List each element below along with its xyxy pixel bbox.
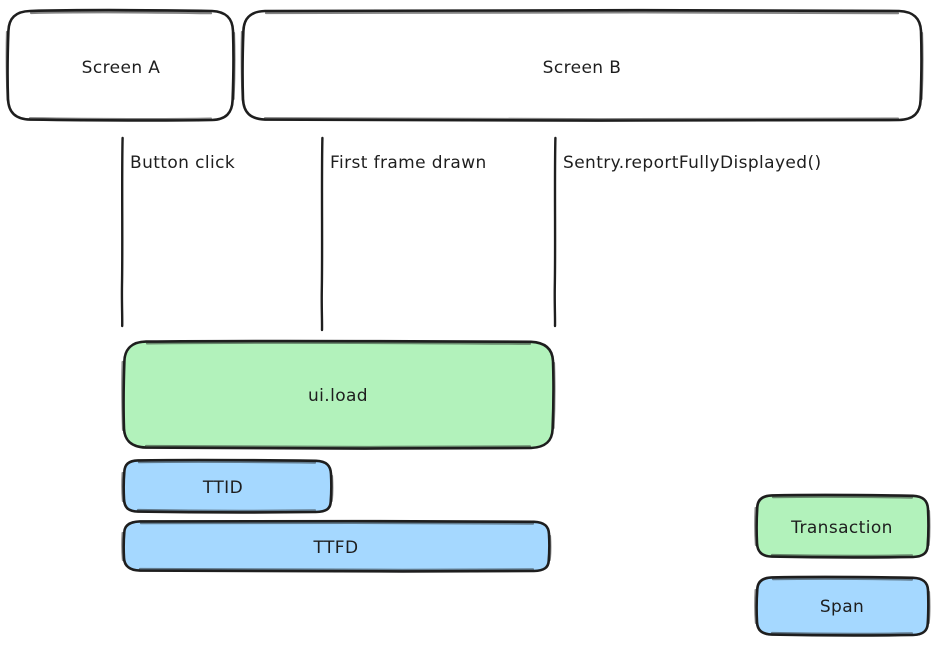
marker-line-report-fully-displayed <box>553 136 557 328</box>
marker-first-frame-drawn: First frame drawn <box>320 136 487 332</box>
screen-a-box[interactable]: Screen A <box>5 8 236 122</box>
marker-line-button-click <box>120 136 124 328</box>
bar-label-ui-load: ui.load <box>308 386 368 406</box>
bar-label-ttid: TTID <box>202 478 243 498</box>
legend-item-transaction[interactable]: Transaction <box>754 493 931 559</box>
screen-b-label: Screen B <box>543 58 622 78</box>
marker-label-button-click: Button click <box>130 153 235 173</box>
marker-report-fully-displayed: Sentry.reportFullyDisplayed() <box>553 136 822 328</box>
marker-label-report-fully-displayed: Sentry.reportFullyDisplayed() <box>563 153 822 173</box>
marker-button-click: Button click <box>120 136 235 328</box>
bar-ui-load[interactable]: ui.load <box>121 339 556 450</box>
marker-label-first-frame-drawn: First frame drawn <box>330 153 487 173</box>
legend-item-span[interactable]: Span <box>754 575 931 637</box>
marker-line-first-frame-drawn <box>320 136 324 332</box>
legend-label-transaction: Transaction <box>790 518 893 538</box>
bar-ttfd[interactable]: TTFD <box>121 519 552 573</box>
screen-a-label: Screen A <box>82 58 161 78</box>
legend: Transaction Span <box>754 493 931 637</box>
bar-ttid[interactable]: TTID <box>121 458 334 514</box>
bar-label-ttfd: TTFD <box>313 538 359 558</box>
screen-b-box[interactable]: Screen B <box>240 8 924 122</box>
legend-label-span: Span <box>820 597 864 617</box>
